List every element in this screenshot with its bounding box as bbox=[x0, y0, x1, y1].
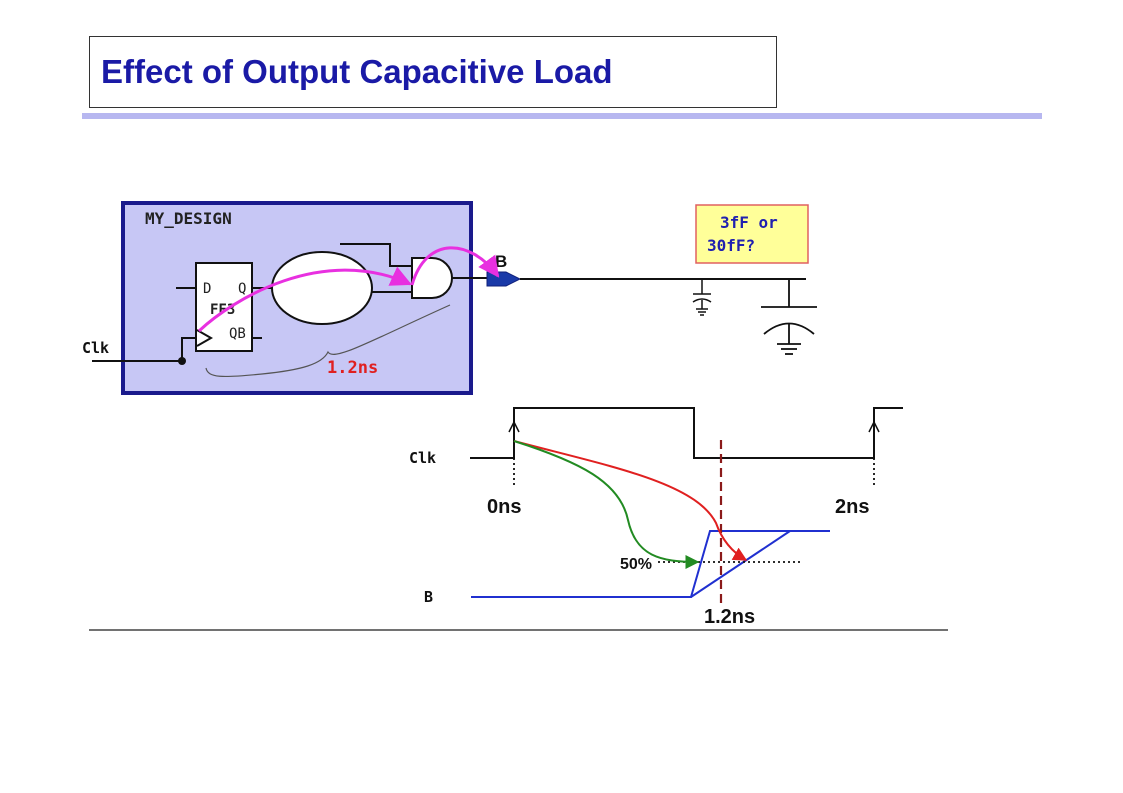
flop-pin-qb: QB bbox=[229, 326, 246, 342]
t0-label: 0ns bbox=[487, 496, 521, 518]
block-label: MY_DESIGN bbox=[145, 209, 232, 228]
flop-name: FF3 bbox=[210, 302, 235, 318]
clk-rising-edge-arrow-1 bbox=[508, 420, 520, 433]
clock-input-label: Clk bbox=[82, 339, 109, 357]
t2-label: 2ns bbox=[835, 496, 869, 518]
clock-pin-triangle bbox=[196, 329, 214, 347]
small-capacitor-icon bbox=[692, 279, 712, 316]
flop-pin-d: D bbox=[203, 281, 211, 297]
clk-rising-edge-arrow-2 bbox=[868, 420, 880, 433]
fast-propagation-arrow bbox=[513, 440, 700, 569]
title-box: Effect of Output Capacitive Load bbox=[89, 36, 777, 108]
critical-path-arrow-2 bbox=[410, 246, 500, 286]
slide-title: Effect of Output Capacitive Load bbox=[101, 53, 613, 90]
delay-label: 1.2ns bbox=[704, 606, 755, 628]
flop-pin-q: Q bbox=[238, 281, 246, 297]
flip-flop: D Q FF3 QB bbox=[176, 262, 272, 352]
load-question-box: 3fF or 30fF? bbox=[695, 204, 809, 264]
b-waveform-slow bbox=[690, 530, 791, 598]
b-waveform-label: B bbox=[424, 588, 433, 606]
load-question-line1: 3fF or bbox=[720, 213, 778, 232]
title-underline bbox=[82, 113, 1042, 119]
path-delay-label: 1.2ns bbox=[327, 358, 378, 378]
and-gate bbox=[340, 243, 492, 299]
threshold-label: 50% bbox=[620, 556, 652, 573]
clk-waveform bbox=[470, 407, 903, 459]
clk-waveform-label: Clk bbox=[409, 449, 436, 467]
path-brace bbox=[205, 304, 451, 378]
output-port-label: B bbox=[495, 252, 507, 271]
large-capacitor-icon bbox=[761, 279, 817, 355]
critical-path-arrow-1 bbox=[197, 266, 412, 333]
clock-input: Clk bbox=[82, 337, 197, 365]
slow-propagation-arrow bbox=[513, 440, 748, 561]
b-waveform-fast bbox=[471, 530, 830, 598]
load-question-line2: 30fF? bbox=[707, 236, 755, 255]
